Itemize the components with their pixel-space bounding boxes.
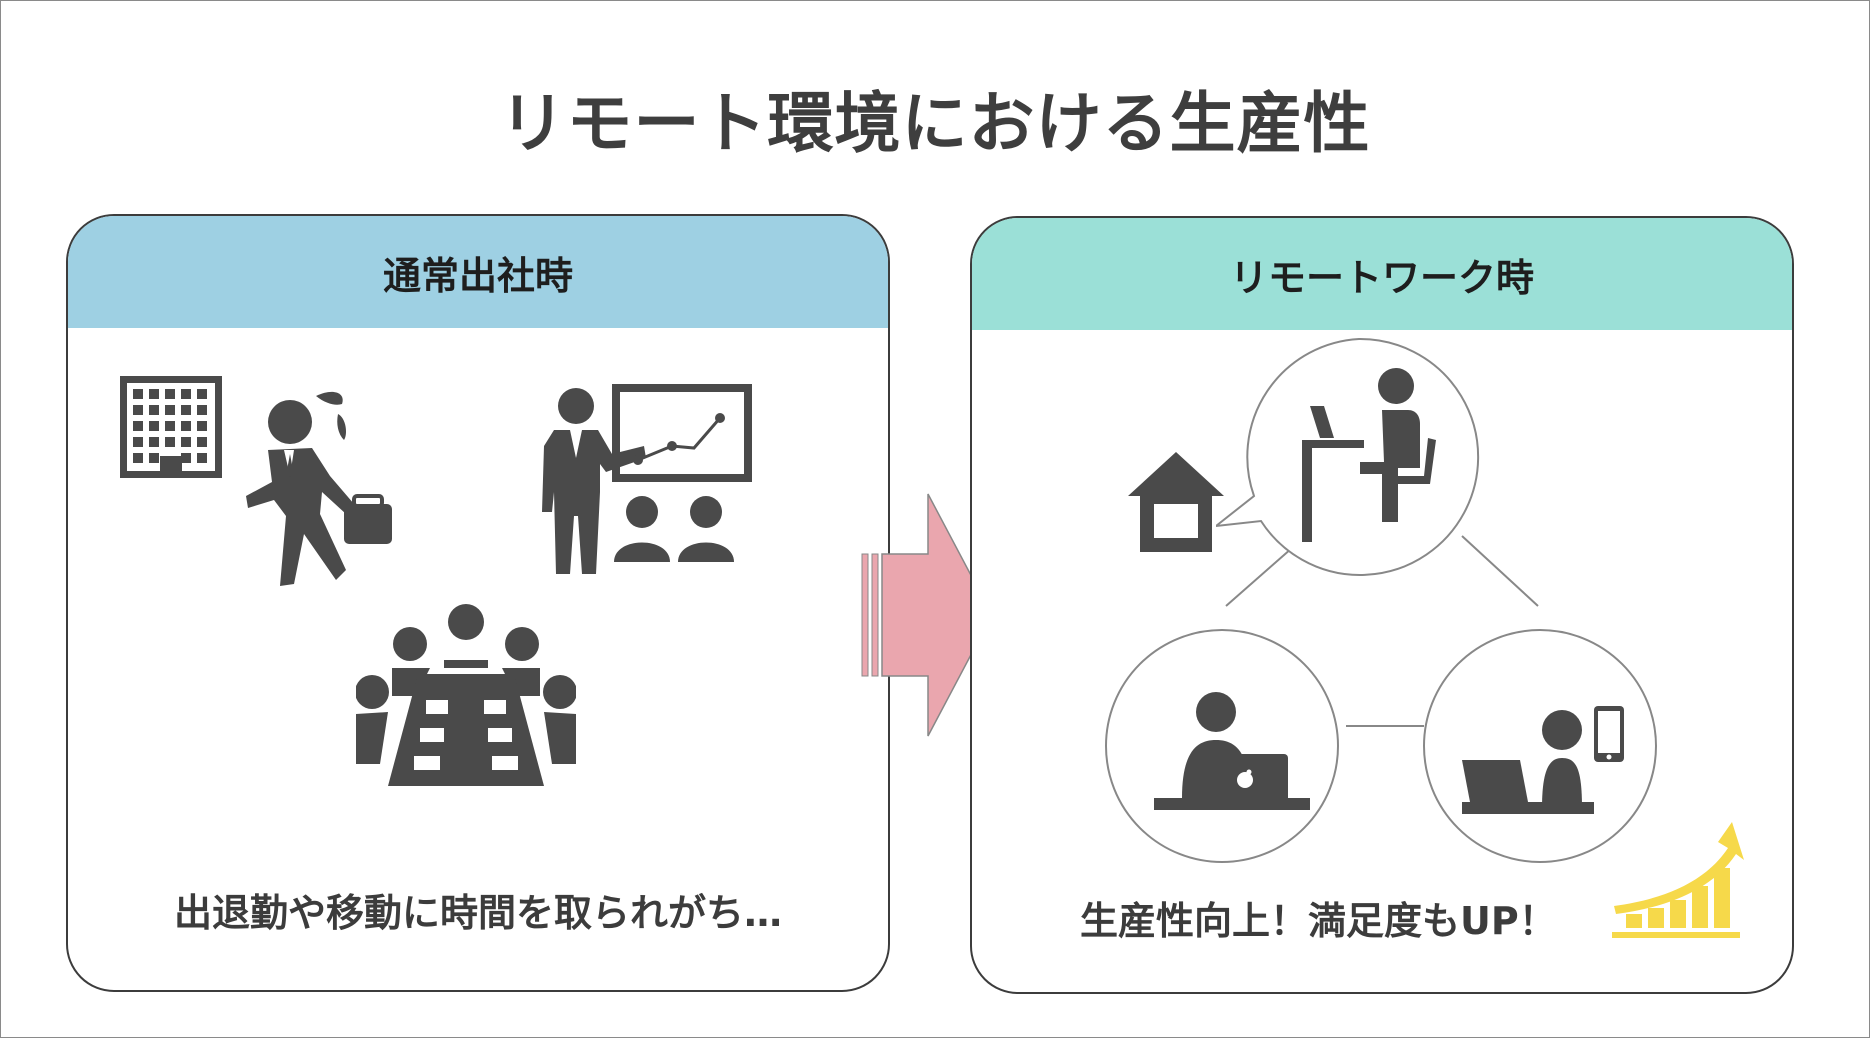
- office-work-panel: 通常出社時: [66, 214, 890, 992]
- growth-bar-chart-icon: [1612, 822, 1744, 938]
- remote-work-panel: リモートワーク時: [970, 216, 1794, 994]
- meeting-table-icon: [356, 604, 576, 786]
- home-desk-bubble: [1216, 337, 1480, 576]
- office-work-header: 通常出社時: [68, 216, 888, 328]
- connection-lines: [1225, 535, 1539, 727]
- remote-work-header: リモートワーク時: [972, 218, 1792, 330]
- office-work-caption: 出退勤や移動に時間を取られがち…: [173, 891, 782, 935]
- person-laptop-phone-icon: [1462, 706, 1624, 814]
- transition-arrow: [861, 493, 993, 737]
- commuter-running-icon: [246, 391, 392, 586]
- presenter-chart-icon: [542, 384, 752, 574]
- house-icon: [1128, 452, 1224, 552]
- office-building-icon: [120, 376, 222, 478]
- person-desk-laptop-icon: [1302, 368, 1436, 542]
- slide-title: リモート環境における生産性: [499, 85, 1371, 162]
- person-apple-laptop-icon: [1154, 692, 1310, 810]
- remote-work-caption: 生産性向上！満足度もUP！: [1080, 899, 1557, 943]
